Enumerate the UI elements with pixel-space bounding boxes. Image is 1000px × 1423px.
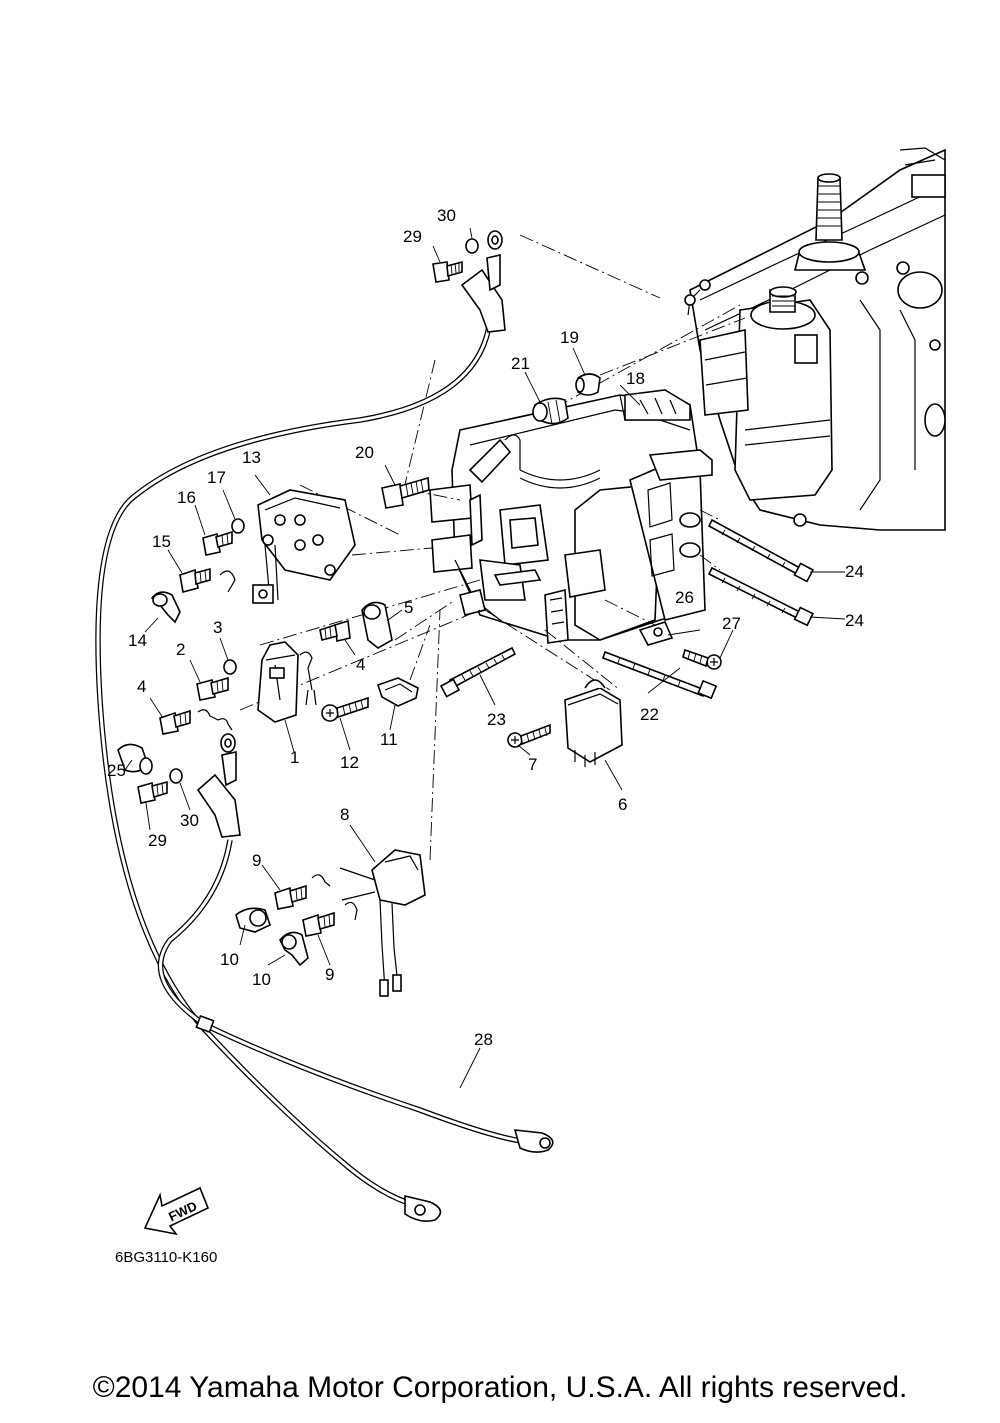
callout-label: 16 xyxy=(177,488,196,507)
cap-25 xyxy=(117,743,153,775)
relay-6 xyxy=(564,679,623,767)
callout-label: 5 xyxy=(404,598,413,617)
cable-tie-23 xyxy=(439,646,517,698)
callout-label: 12 xyxy=(340,753,359,772)
cable-tie-24-upper xyxy=(707,518,815,583)
washer-17 xyxy=(231,518,245,534)
callout-label: 11 xyxy=(380,730,398,749)
clamp-14 xyxy=(150,591,181,624)
cable-tie-24-lower xyxy=(707,566,814,627)
bolt-2 xyxy=(196,676,229,701)
callout-label: 3 xyxy=(213,618,222,637)
bolt-9-lower xyxy=(302,901,358,937)
clamp-26 xyxy=(638,621,674,646)
callout-labels: 1 2 3 4 4 5 6 7 8 9 9 10 10 11 12 13 14 … xyxy=(107,206,864,1049)
callout-label: 30 xyxy=(437,206,456,225)
screw-7 xyxy=(507,723,551,748)
ignition-unit-1 xyxy=(257,641,299,723)
callout-label: 24 xyxy=(845,562,864,581)
callout-label: 6 xyxy=(618,795,627,814)
callout-label: 25 xyxy=(107,761,126,780)
damper-21 xyxy=(532,397,569,425)
cable-tie-22 xyxy=(601,650,718,700)
clip-11 xyxy=(376,677,419,707)
ignition-coil-8 xyxy=(339,849,426,997)
screw-27 xyxy=(682,648,722,670)
copyright-notice: ©2014 Yamaha Motor Corporation, U.S.A. A… xyxy=(92,1371,908,1404)
callout-label: 29 xyxy=(403,227,422,246)
bolt-29-top xyxy=(432,260,463,283)
callout-label: 10 xyxy=(220,950,239,969)
callout-label: 26 xyxy=(675,588,694,607)
callout-label: 10 xyxy=(252,970,271,989)
callout-label: 18 xyxy=(626,369,645,388)
rectifier-13 xyxy=(252,489,356,604)
callout-label: 14 xyxy=(128,631,147,650)
callout-label: 8 xyxy=(340,805,349,824)
callout-label: 21 xyxy=(511,354,530,373)
bolt-4-left xyxy=(159,709,233,735)
cable-terminal-top xyxy=(460,230,506,333)
callout-label: 24 xyxy=(845,611,864,630)
callout-label: 15 xyxy=(152,532,171,551)
washer-30-top xyxy=(465,238,479,254)
cable-terminal-bottom xyxy=(196,733,241,838)
callout-label: 19 xyxy=(560,328,579,347)
grommet-19 xyxy=(575,373,601,396)
callout-label: 29 xyxy=(148,831,167,850)
callout-label: 1 xyxy=(290,748,299,767)
battery-cable-28 xyxy=(95,319,554,1222)
diagram-code: 6BG3110-K160 xyxy=(115,1249,217,1266)
screw-12 xyxy=(321,696,369,722)
electrical-bracket xyxy=(429,389,713,644)
clamp-10-right xyxy=(279,931,309,967)
callout-label: 17 xyxy=(207,468,226,487)
callout-label: 13 xyxy=(242,448,261,467)
callout-label: 23 xyxy=(487,710,506,729)
bolt-15 xyxy=(179,567,236,593)
clamp-10-left xyxy=(235,907,271,933)
callout-label: 30 xyxy=(180,811,199,830)
callout-label: 4 xyxy=(137,677,146,696)
callout-label: 22 xyxy=(640,705,659,724)
callout-label: 9 xyxy=(325,965,334,984)
bolt-9-upper xyxy=(274,874,331,910)
callout-label: 7 xyxy=(528,755,537,774)
fwd-arrow-icon: FWD xyxy=(143,1186,210,1236)
washer-30-bottom xyxy=(169,768,183,784)
callout-label: 28 xyxy=(474,1030,493,1049)
pulser-coil-5 xyxy=(361,601,393,649)
engine-block xyxy=(684,147,946,531)
bolt-4-right xyxy=(299,619,351,706)
bolt-29-bottom xyxy=(137,780,168,804)
callout-label: 9 xyxy=(252,851,261,870)
callout-label: 20 xyxy=(355,443,374,462)
callout-label: 27 xyxy=(722,614,741,633)
bolt-20 xyxy=(381,476,430,509)
bolt-16 xyxy=(202,530,233,556)
callout-leaders xyxy=(124,227,846,1089)
callout-label: 2 xyxy=(176,640,185,659)
callout-label: 4 xyxy=(356,655,365,674)
washer-3 xyxy=(223,659,237,675)
